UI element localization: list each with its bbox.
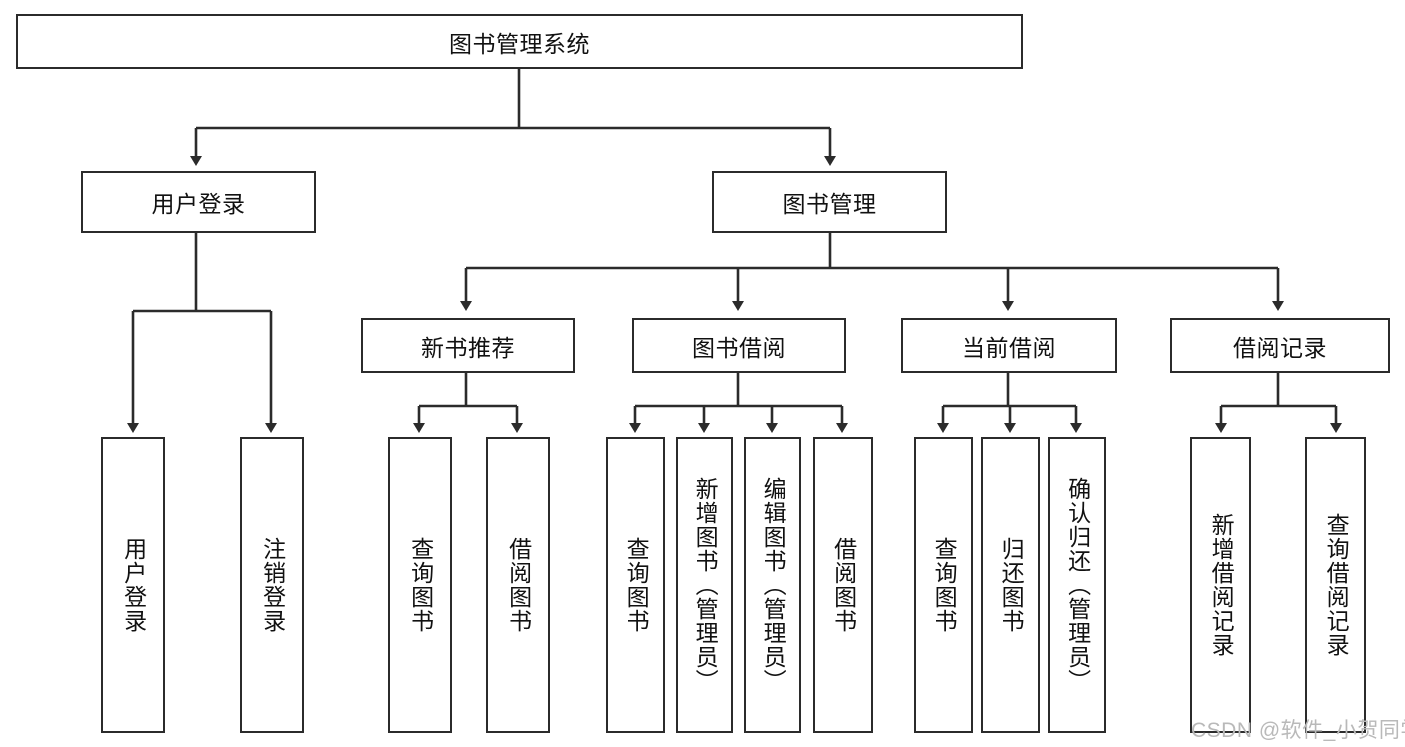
node-leaf-query-book-2[interactable]: 查询图书 — [606, 437, 665, 733]
node-leaf-borrow-book-1[interactable]: 借阅图书 — [486, 437, 550, 733]
node-leaf-return-book[interactable]: 归还图书 — [981, 437, 1040, 733]
node-book-management[interactable]: 图书管理 — [712, 171, 947, 233]
node-leaf-user-login-label: 用户登录 — [120, 537, 147, 633]
node-leaf-borrow-book-2[interactable]: 借阅图书 — [813, 437, 873, 733]
node-leaf-add-borrow-record[interactable]: 新增借阅记录 — [1190, 437, 1251, 733]
node-root[interactable]: 图书管理系统 — [16, 14, 1023, 69]
node-leaf-query-book-1-label: 查询图书 — [407, 537, 434, 633]
node-current-borrow-label: 当前借阅 — [962, 334, 1056, 361]
node-leaf-logout-label: 注销登录 — [259, 537, 286, 633]
node-leaf-query-book-1[interactable]: 查询图书 — [388, 437, 452, 733]
node-book-borrow[interactable]: 图书借阅 — [632, 318, 846, 373]
node-leaf-query-book-3[interactable]: 查询图书 — [914, 437, 973, 733]
node-new-book-recommend-label: 新书推荐 — [421, 334, 515, 361]
node-leaf-borrow-book-2-label: 借阅图书 — [830, 537, 857, 633]
node-leaf-query-book-2-label: 查询图书 — [623, 537, 650, 633]
node-leaf-confirm-return-admin[interactable]: 确认归还（管理员） — [1048, 437, 1106, 733]
node-root-label: 图书管理系统 — [449, 30, 590, 57]
node-leaf-query-borrow-record-label: 查询借阅记录 — [1323, 513, 1350, 657]
node-leaf-query-book-3-label: 查询图书 — [931, 537, 958, 633]
node-book-management-label: 图书管理 — [782, 191, 877, 217]
node-user-login-label: 用户登录 — [151, 191, 246, 217]
node-borrow-records-label: 借阅记录 — [1233, 334, 1327, 361]
node-leaf-add-book-admin-label: 新增图书（管理员） — [692, 477, 719, 693]
node-leaf-return-book-label: 归还图书 — [998, 537, 1025, 633]
node-leaf-logout[interactable]: 注销登录 — [240, 437, 304, 733]
node-borrow-records[interactable]: 借阅记录 — [1170, 318, 1390, 373]
node-leaf-add-borrow-record-label: 新增借阅记录 — [1208, 513, 1235, 657]
node-leaf-confirm-return-admin-label: 确认归还（管理员） — [1064, 477, 1091, 693]
node-new-book-recommend[interactable]: 新书推荐 — [361, 318, 575, 373]
node-user-login[interactable]: 用户登录 — [81, 171, 316, 233]
node-leaf-edit-book-admin[interactable]: 编辑图书（管理员） — [744, 437, 801, 733]
node-leaf-user-login[interactable]: 用户登录 — [101, 437, 165, 733]
node-leaf-add-book-admin[interactable]: 新增图书（管理员） — [676, 437, 733, 733]
node-leaf-borrow-book-1-label: 借阅图书 — [505, 537, 532, 633]
node-leaf-query-borrow-record[interactable]: 查询借阅记录 — [1305, 437, 1366, 733]
node-book-borrow-label: 图书借阅 — [692, 334, 786, 361]
node-current-borrow[interactable]: 当前借阅 — [901, 318, 1117, 373]
node-leaf-edit-book-admin-label: 编辑图书（管理员） — [760, 477, 787, 693]
